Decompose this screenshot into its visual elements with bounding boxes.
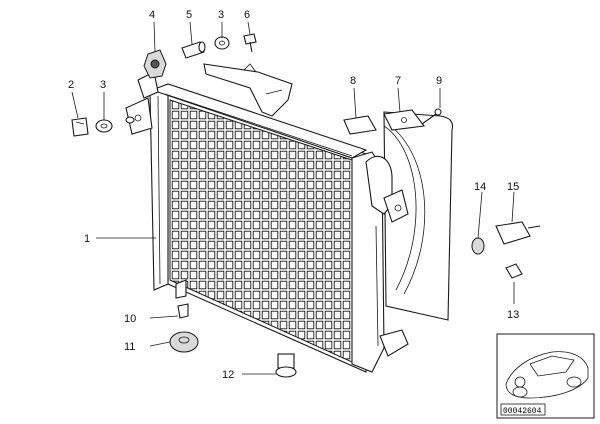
- callout-10: 10: [124, 313, 136, 325]
- callout-12: 12: [222, 369, 234, 381]
- callout-14: 14: [474, 181, 486, 193]
- callout-9: 9: [436, 75, 442, 87]
- screw-9: [421, 108, 442, 125]
- callout-11: 11: [124, 341, 135, 353]
- washer-upper: [214, 36, 230, 50]
- rubber-mount: [143, 49, 167, 79]
- callout-13: 13: [507, 309, 519, 321]
- leader-lines: [71, 21, 515, 375]
- reference-code: 00042604: [503, 407, 542, 416]
- callout-7: 7: [395, 75, 401, 87]
- screw-upper: [243, 33, 257, 53]
- washer-left: [95, 119, 113, 133]
- vehicle-location-inset: 00042604: [496, 333, 595, 419]
- air-duct: [203, 63, 293, 117]
- bracket-7: [383, 109, 426, 131]
- temp-switch: [495, 221, 541, 245]
- grommet-11: [169, 331, 199, 353]
- callout-5: 5: [186, 9, 192, 21]
- bracket-8: [343, 115, 377, 135]
- oring-14: [471, 237, 485, 255]
- callout-3b: 3: [100, 79, 106, 91]
- clip-left: [71, 117, 89, 137]
- callout-2: 2: [68, 79, 74, 91]
- callout-6: 6: [244, 9, 250, 21]
- callout-4: 4: [149, 9, 155, 21]
- nut-left: [125, 116, 135, 124]
- fan-shroud: [383, 111, 454, 321]
- sleeve: [181, 41, 206, 59]
- callout-labels: 4 5 3 6 2 3 8 7 9 1 14 15 13 10 11 12: [68, 9, 519, 381]
- drain-10: [177, 303, 189, 319]
- callout-8: 8: [350, 75, 356, 87]
- plug-12: [275, 353, 297, 378]
- callout-15: 15: [507, 181, 519, 193]
- plug-13: [505, 263, 523, 279]
- callout-3a: 3: [218, 9, 224, 21]
- radiator: [125, 71, 409, 373]
- callout-1: 1: [84, 233, 90, 245]
